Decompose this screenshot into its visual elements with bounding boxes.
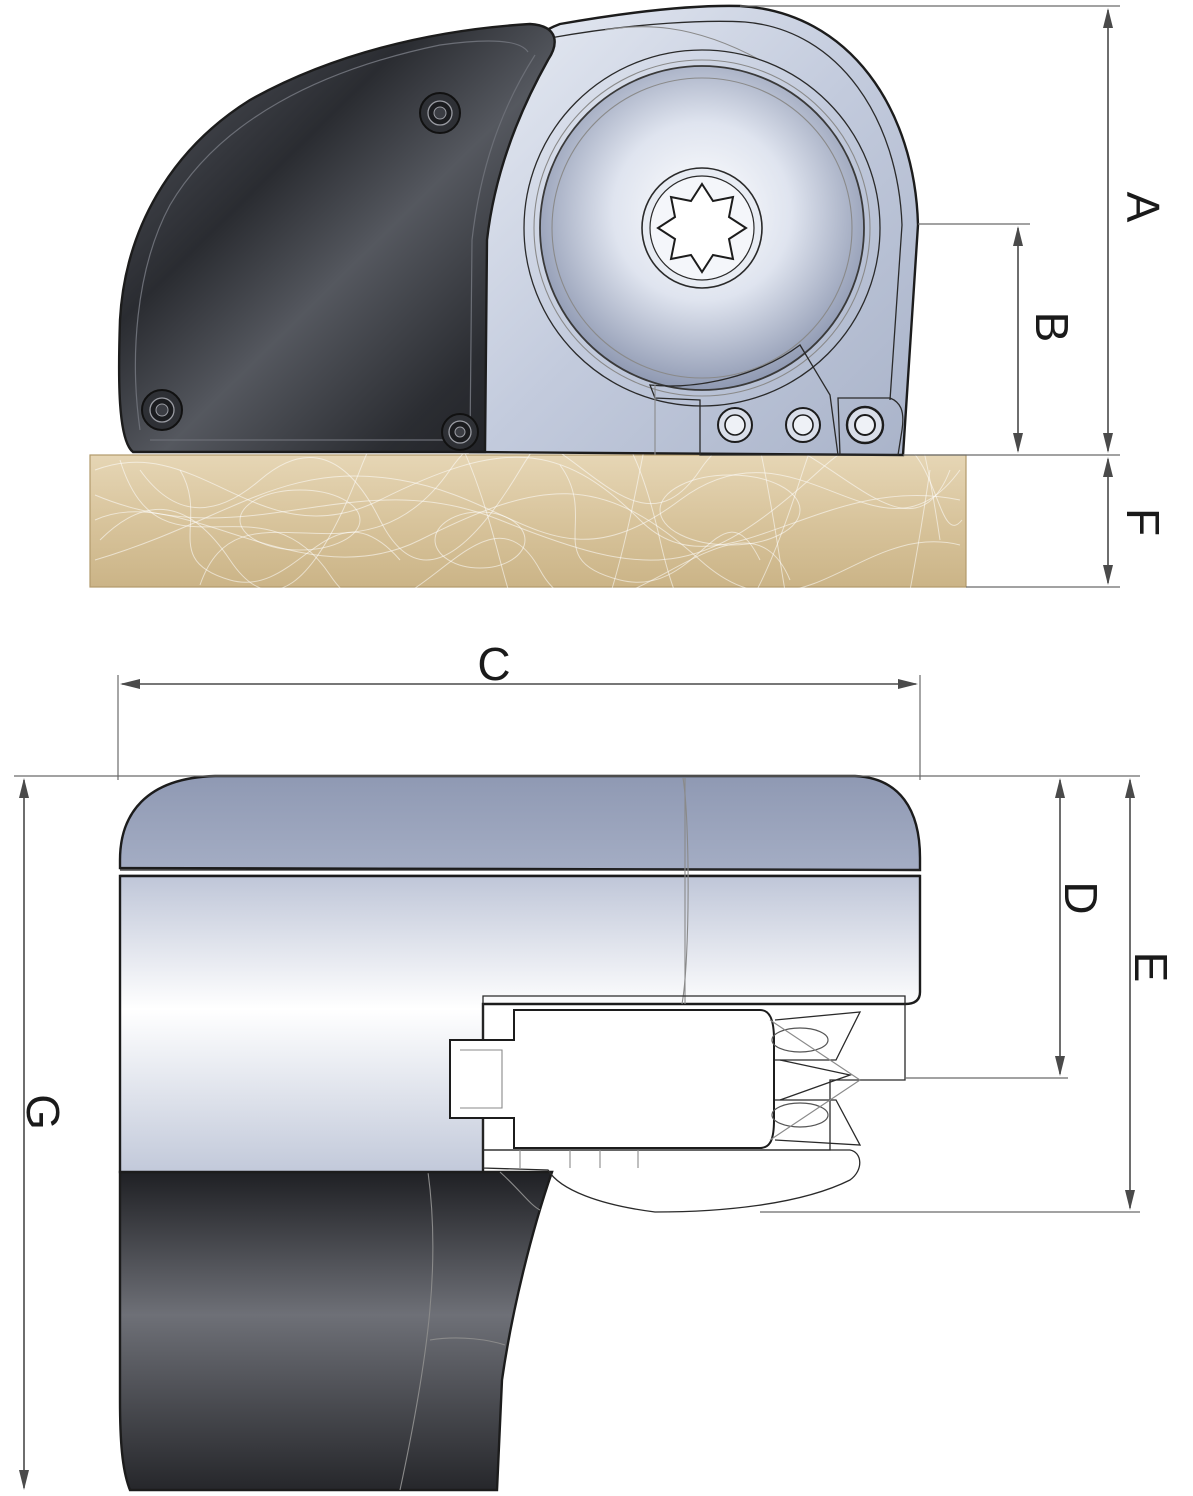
side-view-dimensions: A B F [740,5,1169,588]
cover-bolts [141,92,479,451]
dim-d-label: D [1055,881,1107,914]
housing-rim [549,20,903,401]
motor-body-plan [118,1170,554,1492]
dim-e-label: E [1125,952,1177,983]
rear-bracket [837,397,904,456]
top-cap [118,774,922,872]
dim-g-label: G [17,1094,69,1130]
top-view [118,774,922,1492]
top-view-dimensions: C D E G [14,638,1177,1490]
drum-key-plan [449,1009,775,1149]
star-drive-socket [656,182,748,274]
cover-inner-line [134,40,529,431]
bracket-bolts [717,405,885,445]
dim-a-label: A [1117,192,1169,223]
stripper-arm [649,344,839,456]
dim-c-label: C [477,638,510,690]
chain-links [769,1011,862,1146]
side-view [89,4,967,765]
dim-b-label: B [1026,312,1078,343]
dim-f-label: F [1117,508,1169,536]
gypsy-drum [523,49,881,407]
stripper-plate-plan [482,1149,861,1213]
